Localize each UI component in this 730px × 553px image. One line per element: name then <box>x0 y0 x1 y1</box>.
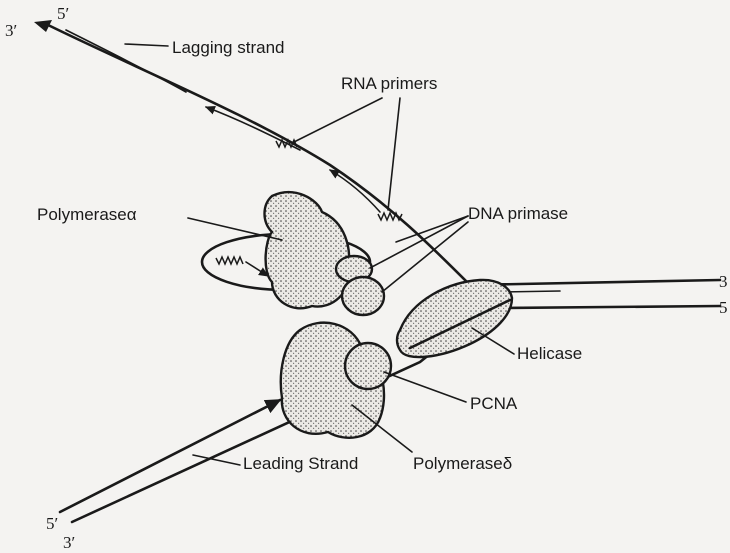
rna-primers-pointer-2 <box>388 98 400 210</box>
helicase-label: Helicase <box>517 344 582 363</box>
loop-primer-zigzag <box>216 257 243 264</box>
leading-strand-label: Leading Strand <box>243 454 358 473</box>
leading-bottom-5prime-end: 5′ <box>46 514 58 533</box>
okazaki-fragment-arrow-2 <box>330 170 380 212</box>
lagging-strand-group <box>34 20 720 285</box>
lagging-template-strand <box>46 24 720 285</box>
right-5prime-end: 5 <box>719 298 728 317</box>
dna-primase-pointer-1 <box>370 216 468 268</box>
lagging-top-3prime-end: 3′ <box>5 21 17 40</box>
dna-primase-label: DNA primase <box>468 204 568 223</box>
lagging-strand-label: Lagging strand <box>172 38 284 57</box>
leading-bottom-3prime-end: 3′ <box>63 533 75 552</box>
parental-strand-lower <box>498 306 720 308</box>
polymerase-delta-label: Polymeraseδ <box>413 454 512 473</box>
rna-primers-label: RNA primers <box>341 74 437 93</box>
dna-primase-pointer-2 <box>382 222 468 292</box>
pcna-pointer <box>384 372 466 402</box>
dna-primase-pointer-3 <box>396 216 468 242</box>
polymerase-alpha-label: Polymeraseα <box>37 205 137 224</box>
polymerase-alpha-body <box>265 192 350 308</box>
rna-primers-pointer-1 <box>292 98 382 143</box>
lagging-inner-strand <box>66 30 186 92</box>
right-3prime-end: 3 <box>719 272 728 291</box>
pcna-clamp <box>345 343 391 389</box>
pcna-label: PCNA <box>470 394 518 413</box>
lagging-strand-pointer <box>125 44 168 46</box>
dna-primase-subunit-2 <box>342 277 384 315</box>
lagging-top-5prime-end: 5′ <box>57 4 69 23</box>
